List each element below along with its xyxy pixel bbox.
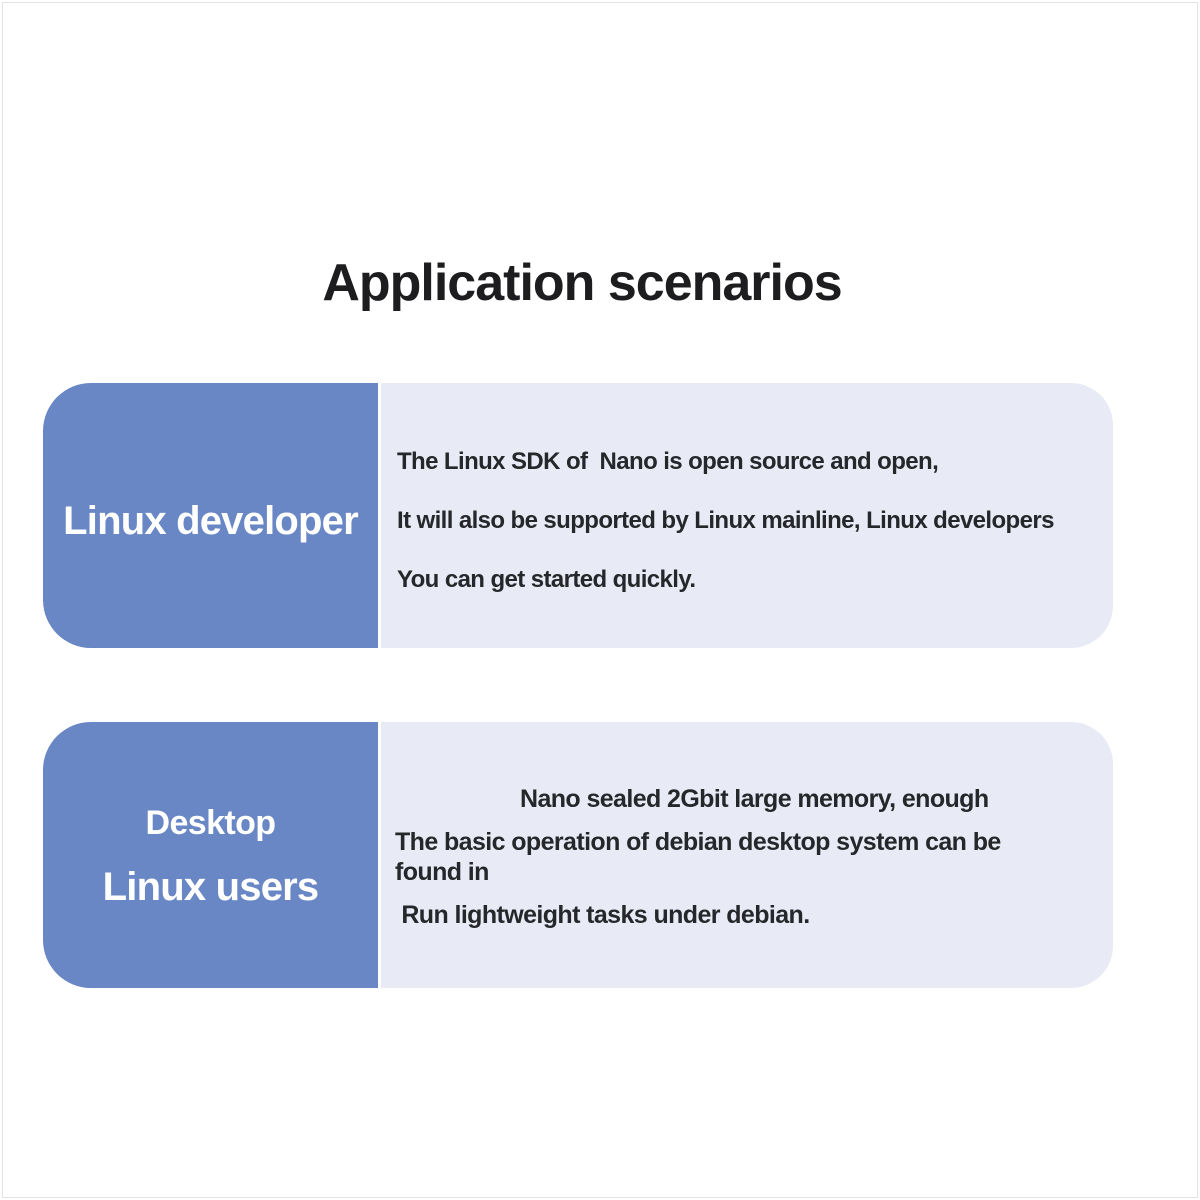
description-line: It will also be supported by Linux mainl… bbox=[397, 507, 1054, 534]
description-line: Run lightweight tasks under debian. bbox=[395, 901, 810, 929]
desktop-linux-users-card: Desktop Linux users Nano sealed 2Gbit la… bbox=[43, 722, 1113, 988]
description-line: Nano sealed 2Gbit large memory, enough bbox=[520, 785, 989, 813]
card-label: Linux developer bbox=[63, 498, 359, 543]
desktop-linux-users-description-panel: Nano sealed 2Gbit large memory, enough T… bbox=[381, 722, 1113, 988]
page-title: Application scenarios bbox=[322, 253, 842, 312]
linux-developer-description-panel: The Linux SDK of Nano is open source and… bbox=[381, 383, 1113, 648]
description-line: You can get started quickly. bbox=[397, 566, 696, 593]
description-line: The Linux SDK of Nano is open source and… bbox=[397, 448, 939, 475]
card-label-bottom: Linux users bbox=[102, 865, 320, 909]
linux-developer-label-panel: Linux developer bbox=[43, 383, 378, 648]
description-line: The basic operation of debian desktop sy… bbox=[395, 828, 1001, 886]
linux-developer-card: Linux developer The Linux SDK of Nano is… bbox=[43, 383, 1113, 648]
card-label-top: Desktop bbox=[145, 804, 277, 842]
desktop-linux-users-label-panel: Desktop Linux users bbox=[43, 722, 378, 988]
